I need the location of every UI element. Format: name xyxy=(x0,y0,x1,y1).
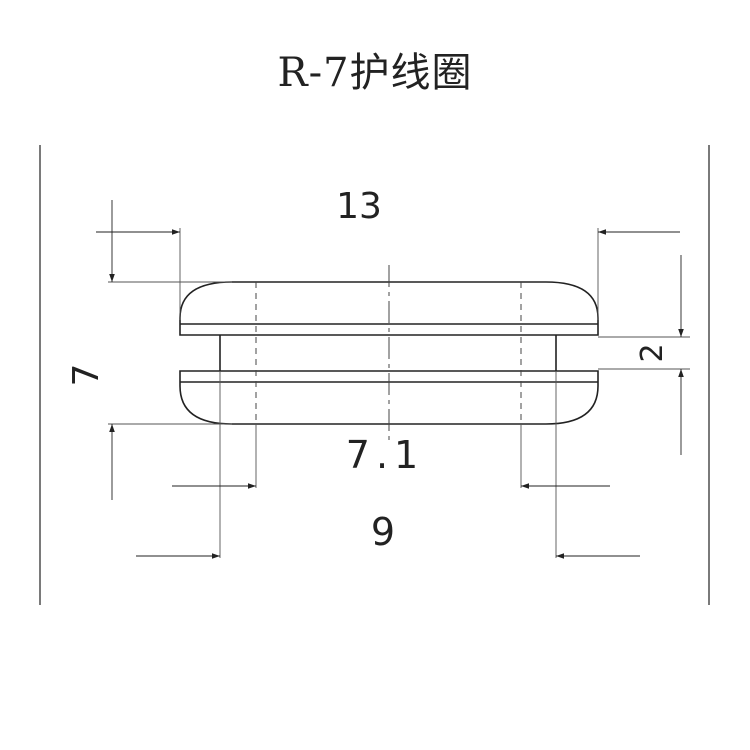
dim-inner-diameter-label: 7.1 xyxy=(346,433,424,477)
bottom-flange xyxy=(179,370,599,425)
top-flange xyxy=(179,281,599,336)
dim-groove-width-label: 2 xyxy=(635,343,670,362)
dim-overall-width-label: 13 xyxy=(336,186,382,227)
hidden-lines xyxy=(255,282,522,424)
extension-lines xyxy=(108,228,690,558)
dim-groove-diameter-label: 9 xyxy=(371,510,395,554)
grommet-profile xyxy=(179,281,599,425)
dim-height-label: 7 xyxy=(66,364,107,387)
drawing-title: R-7护线圈 xyxy=(277,50,473,96)
